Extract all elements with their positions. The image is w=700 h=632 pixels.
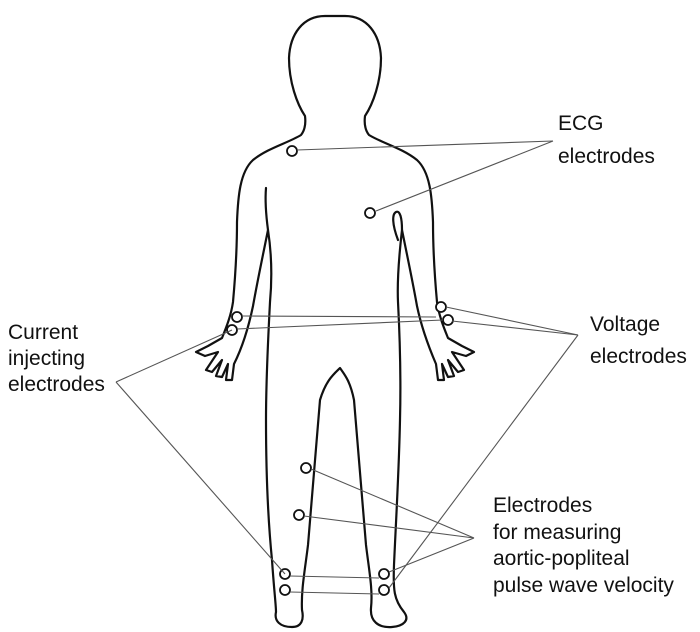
voltage-electrode-left-ankle	[280, 585, 290, 595]
current-label-line-2: injecting	[8, 347, 85, 370]
ecg-electrode-chest-left	[365, 208, 375, 218]
current-leader-2	[116, 382, 285, 574]
ecg-electrode-chest-right	[287, 146, 297, 156]
pwv-label-line-1: Electrodes	[493, 494, 592, 517]
voltage-label-line-2: electrodes	[590, 345, 687, 368]
voltage-leader-2	[452, 321, 578, 335]
ecg-leader-1	[297, 141, 553, 150]
pwv-leader-3	[389, 538, 474, 572]
current-electrode-left-wrist	[232, 312, 242, 322]
electrodes	[227, 146, 453, 595]
wrist-link-upper	[242, 316, 436, 317]
current-label-line-1: Current	[8, 321, 78, 344]
pwv-label-line-2: for measuring	[493, 521, 621, 544]
pwv-label: Electrodes for measuring aortic-poplitea…	[493, 494, 674, 597]
voltage-label: Voltage electrodes	[590, 313, 687, 368]
current-label: Current injecting electrodes	[8, 321, 105, 396]
ecg-label-line-2: electrodes	[558, 145, 655, 168]
left-inner-arm-line	[266, 188, 268, 230]
voltage-electrode-right-ankle	[379, 585, 389, 595]
pwv-label-line-4: pulse wave velocity	[493, 574, 674, 597]
current-electrode-right-ankle	[379, 569, 389, 579]
ecg-label: ECG electrodes	[558, 112, 655, 168]
voltage-electrode-right-wrist	[436, 302, 446, 312]
current-label-line-3: electrodes	[8, 373, 105, 396]
pwv-label-line-3: aortic-popliteal	[493, 547, 630, 570]
ecg-label-line-1: ECG	[558, 112, 604, 135]
voltage-leader-1	[446, 307, 578, 335]
pwv-electrode-knee	[294, 510, 304, 520]
pwv-electrode-upper-leg	[301, 463, 311, 473]
voltage-label-line-1: Voltage	[590, 313, 660, 336]
current-electrode-right-wrist	[443, 315, 453, 325]
